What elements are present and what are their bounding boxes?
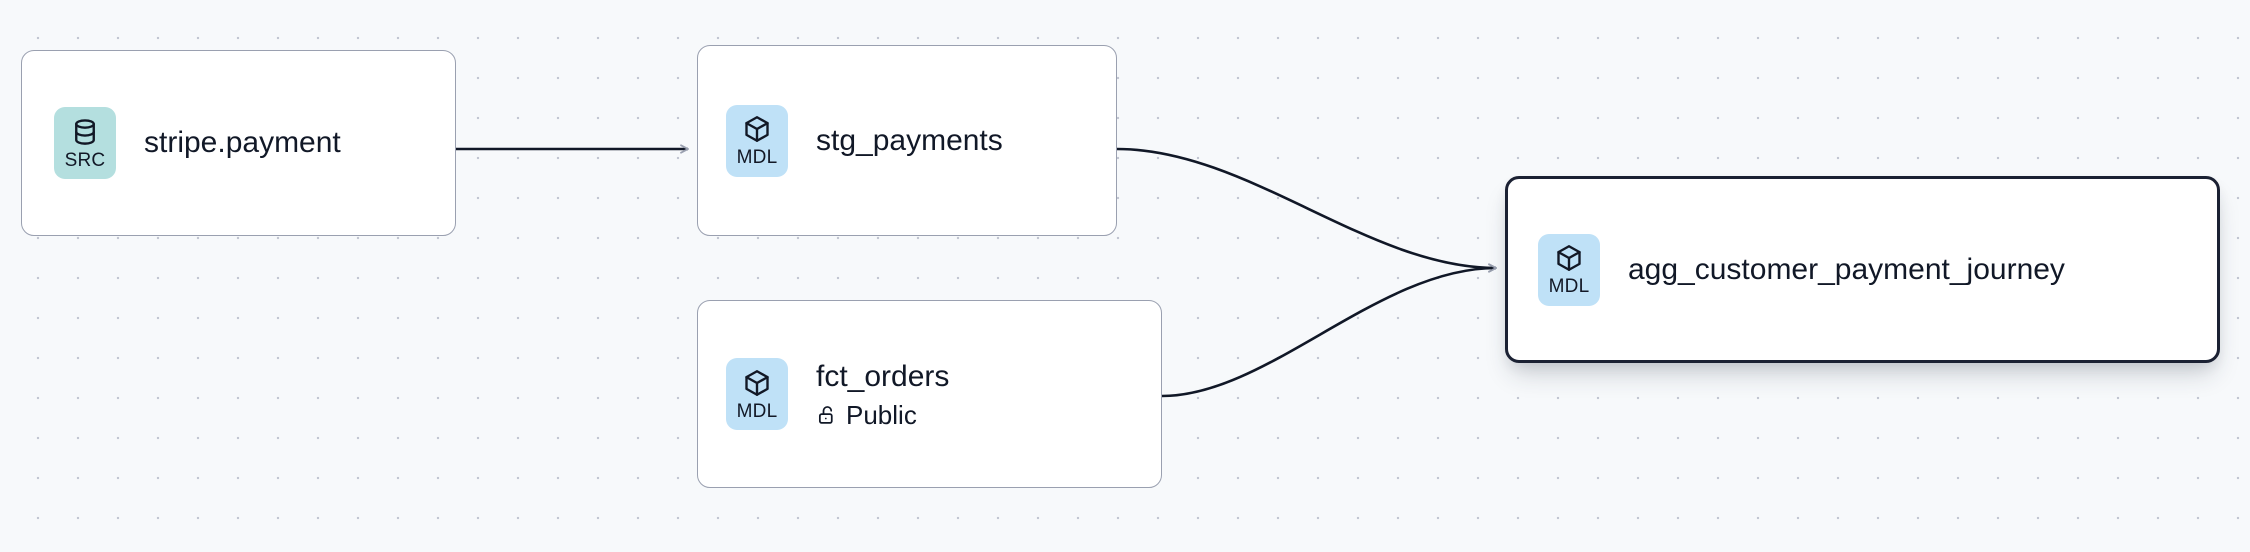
model-badge-label: MDL: [736, 147, 778, 168]
node-body: fct_orders Public: [816, 360, 949, 428]
node-body: stg_payments: [816, 124, 1003, 158]
node-title: stripe.payment: [144, 126, 341, 160]
cube-icon: [1554, 243, 1584, 273]
model-type-badge: MDL: [726, 358, 788, 430]
model-type-badge: MDL: [726, 104, 788, 177]
node-body: stripe.payment: [144, 126, 341, 160]
node-title: fct_orders: [816, 360, 950, 394]
node-body: agg_customer_payment_journey: [1628, 253, 2065, 287]
cube-icon: [742, 114, 772, 144]
model-type-badge: MDL: [1538, 233, 1600, 306]
node-visibility-label: Public: [846, 399, 917, 430]
node-title: stg_payments: [816, 123, 1003, 157]
node-visibility: Public: [816, 402, 949, 428]
unlock-icon: [816, 404, 838, 426]
database-icon: [70, 117, 100, 147]
source-type-badge: SRC: [54, 107, 116, 179]
node-title: agg_customer_payment_journey: [1628, 252, 2065, 286]
edge-fct-orders-to-agg-journey: [1161, 263, 1497, 398]
source-badge-label: SRC: [64, 149, 106, 171]
model-badge-label: MDL: [1548, 276, 1590, 297]
lineage-node-stripe-payment[interactable]: SRC stripe.payment: [21, 50, 456, 236]
lineage-node-stg-payments[interactable]: MDL stg_payments: [697, 45, 1117, 236]
lineage-node-fct-orders[interactable]: MDL fct_orders Public: [697, 300, 1162, 488]
edge-stg-payments-to-agg-journey: [1116, 147, 1497, 273]
cube-icon: [742, 368, 772, 398]
lineage-node-agg-customer-payment-journey[interactable]: MDL agg_customer_payment_journey: [1505, 176, 2220, 363]
model-badge-label: MDL: [736, 400, 778, 422]
